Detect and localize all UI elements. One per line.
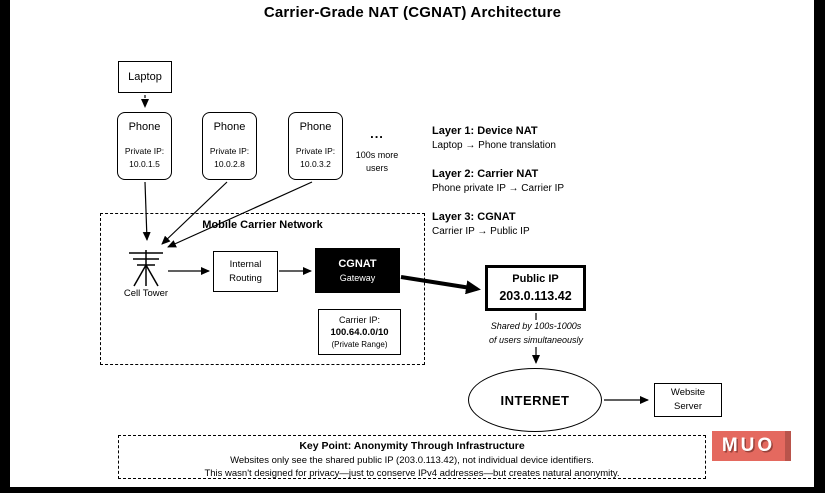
internet-label: INTERNET bbox=[500, 392, 570, 408]
muo-logo-text: MUO bbox=[721, 435, 776, 456]
layer-3-note: Layer 3: CGNAT Carrier IP → Public IP bbox=[432, 211, 530, 237]
diagram-title: Carrier-Grade NAT (CGNAT) Architecture bbox=[263, 4, 562, 21]
laptop-node: Laptop bbox=[118, 61, 172, 93]
mobile-carrier-network-label: Mobile Carrier Network bbox=[202, 219, 323, 231]
layer-3-heading: Layer 3: CGNAT bbox=[432, 211, 516, 223]
phone-ip-value: 10.0.3.2 bbox=[300, 158, 331, 169]
phone-node-1: Phone Private IP: 10.0.1.5 bbox=[117, 112, 172, 180]
frame-right-bar bbox=[814, 0, 825, 493]
arrow-phone1-to-tower bbox=[142, 181, 151, 241]
internal-routing-line2: Routing bbox=[229, 272, 262, 284]
more-users-note: ... 100s more users bbox=[347, 126, 407, 175]
cgnat-sublabel: Gateway bbox=[339, 273, 376, 283]
key-point-box: Key Point: Anonymity Through Infrastruct… bbox=[118, 435, 706, 479]
shared-by-line2: of users simultaneously bbox=[488, 334, 584, 345]
website-server-node: Website Server bbox=[654, 383, 722, 417]
laptop-label: Laptop bbox=[128, 71, 162, 83]
website-server-line2: Server bbox=[674, 401, 702, 412]
key-point-line1: Websites only see the shared public IP (… bbox=[230, 454, 594, 466]
phone-node-2: Phone Private IP: 10.0.2.8 bbox=[202, 112, 257, 180]
shared-by-note: Shared by 100s-1000s of users simultaneo… bbox=[478, 320, 594, 347]
layer-1-note: Layer 1: Device NAT Laptop → Phone trans… bbox=[432, 125, 556, 151]
phone-ip-value: 10.0.2.8 bbox=[214, 158, 245, 169]
ellipsis-icon: ... bbox=[370, 126, 384, 141]
phone-ip-label: Private IP: bbox=[124, 146, 165, 156]
cgnat-gateway-node: CGNAT Gateway bbox=[315, 248, 400, 293]
layer-2-note: Layer 2: Carrier NAT Phone private IP → … bbox=[432, 168, 564, 194]
carrier-ip-range-note: (Private Range) bbox=[331, 340, 388, 349]
public-ip-node: Public IP 203.0.113.42 bbox=[485, 265, 586, 311]
more-users-line2: users bbox=[365, 163, 388, 174]
carrier-ip-label: Carrier IP: bbox=[338, 315, 380, 325]
phone-ip-value: 10.0.1.5 bbox=[129, 158, 160, 169]
cell-tower-icon bbox=[129, 250, 163, 287]
key-point-line2: This wasn't designed for privacy—just to… bbox=[204, 468, 620, 479]
layer-1-heading: Layer 1: Device NAT bbox=[432, 125, 538, 137]
mobile-carrier-network-boundary bbox=[100, 213, 425, 365]
public-ip-value: 203.0.113.42 bbox=[499, 289, 572, 303]
key-point-heading: Key Point: Anonymity Through Infrastruct… bbox=[299, 440, 525, 452]
internal-routing-node: Internal Routing bbox=[213, 251, 278, 292]
website-server-line1: Website bbox=[670, 387, 706, 399]
layer-1-detail: Laptop → Phone translation bbox=[432, 140, 556, 151]
carrier-ip-node: Carrier IP: 100.64.0.0/10 (Private Range… bbox=[318, 309, 401, 355]
internet-node: INTERNET bbox=[468, 368, 602, 432]
layer-2-detail: Phone private IP → Carrier IP bbox=[432, 183, 565, 194]
layer-2-heading: Layer 2: Carrier NAT bbox=[432, 168, 539, 180]
carrier-ip-value: 100.64.0.0/10 bbox=[330, 327, 389, 338]
layer-3-detail: Carrier IP → Public IP bbox=[432, 226, 530, 237]
phone-node-3: Phone Private IP: 10.0.3.2 bbox=[288, 112, 343, 180]
internal-routing-line1: Internal bbox=[229, 258, 262, 270]
phone-label: Phone bbox=[213, 121, 246, 133]
arrow-phone3-to-tower bbox=[167, 181, 313, 248]
cell-tower-label: Cell Tower bbox=[123, 288, 169, 299]
muo-logo: MUO bbox=[712, 431, 791, 461]
phone-label: Phone bbox=[128, 121, 161, 133]
frame-bottom-bar bbox=[0, 487, 825, 493]
phone-label: Phone bbox=[299, 121, 332, 133]
frame-left-bar bbox=[0, 0, 10, 493]
more-users-line1: 100s more bbox=[355, 150, 399, 160]
phone-ip-label: Private IP: bbox=[295, 146, 336, 156]
arrow-cgnat-to-public-ip bbox=[400, 275, 481, 295]
phone-ip-label: Private IP: bbox=[209, 146, 250, 156]
cgnat-label: CGNAT bbox=[338, 258, 377, 270]
shared-by-line1: Shared by 100s-1000s bbox=[490, 321, 582, 331]
public-ip-label: Public IP bbox=[512, 273, 559, 285]
